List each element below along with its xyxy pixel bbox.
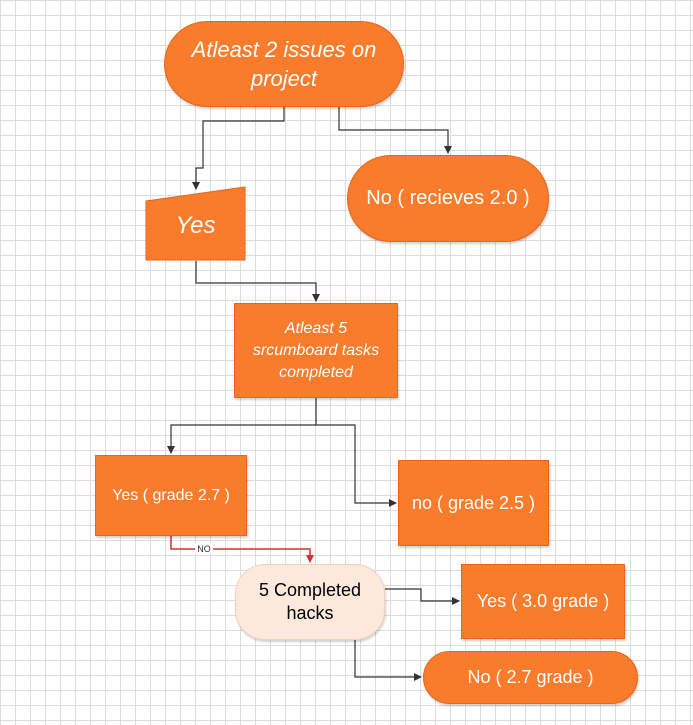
- no-recieves-node[interactable]: No ( recieves 2.0 ): [347, 155, 549, 242]
- edge-yes-grade-to-hacks: [170, 536, 314, 563]
- no-grade-25-node[interactable]: no ( grade 2.5 ): [398, 460, 549, 546]
- edge-no-label: NO: [197, 544, 211, 554]
- yes-grade-27-label: Yes ( grade 2.7 ): [112, 486, 230, 504]
- scrumboard-line2: srcumboard tasks: [252, 341, 380, 359]
- yes-30-grade-node[interactable]: Yes ( 3.0 grade ): [461, 564, 625, 639]
- edge-scrumboard-to-no-grade: [316, 424, 397, 507]
- yes-node[interactable]: Yes: [145, 186, 246, 261]
- yes-node-label: Yes: [175, 211, 216, 239]
- yes-30-grade-label: Yes ( 3.0 grade ): [476, 591, 610, 611]
- start-node-line1: Atleast 2 issues on: [191, 37, 377, 62]
- edge-hacks-to-yes-grade: [385, 588, 460, 605]
- edge-start-to-no: [338, 107, 452, 154]
- no-grade-25-label: no ( grade 2.5 ): [411, 492, 536, 513]
- no-27-grade-node[interactable]: No ( 2.7 grade ): [423, 651, 638, 704]
- start-node-line2: project: [250, 66, 318, 91]
- edge-no-label-bg: [195, 543, 213, 554]
- edge-hacks-to-no-grade: [354, 640, 422, 681]
- yes-node-shape: [145, 186, 246, 261]
- edge-start-to-yes: [192, 107, 285, 190]
- scrumboard-line3: completed: [279, 363, 353, 381]
- edge-scrumboard-to-yes-grade: [167, 398, 317, 454]
- scrumboard-node[interactable]: Atleast 5 srcumboard tasks completed: [234, 303, 398, 398]
- scrumboard-line1: Atleast 5: [284, 319, 348, 337]
- start-node[interactable]: Atleast 2 issues on project: [164, 21, 404, 107]
- no-recieves-label: No ( recieves 2.0 ): [366, 187, 530, 209]
- edge-yes-to-scrumboard: [195, 261, 320, 302]
- completed-hacks-node[interactable]: 5 Completed hacks: [235, 564, 385, 640]
- no-27-grade-label: No ( 2.7 grade ): [467, 667, 594, 687]
- yes-grade-27-node[interactable]: Yes ( grade 2.7 ): [95, 455, 247, 536]
- completed-hacks-line2: hacks: [286, 603, 334, 623]
- completed-hacks-line1: 5 Completed: [258, 580, 362, 600]
